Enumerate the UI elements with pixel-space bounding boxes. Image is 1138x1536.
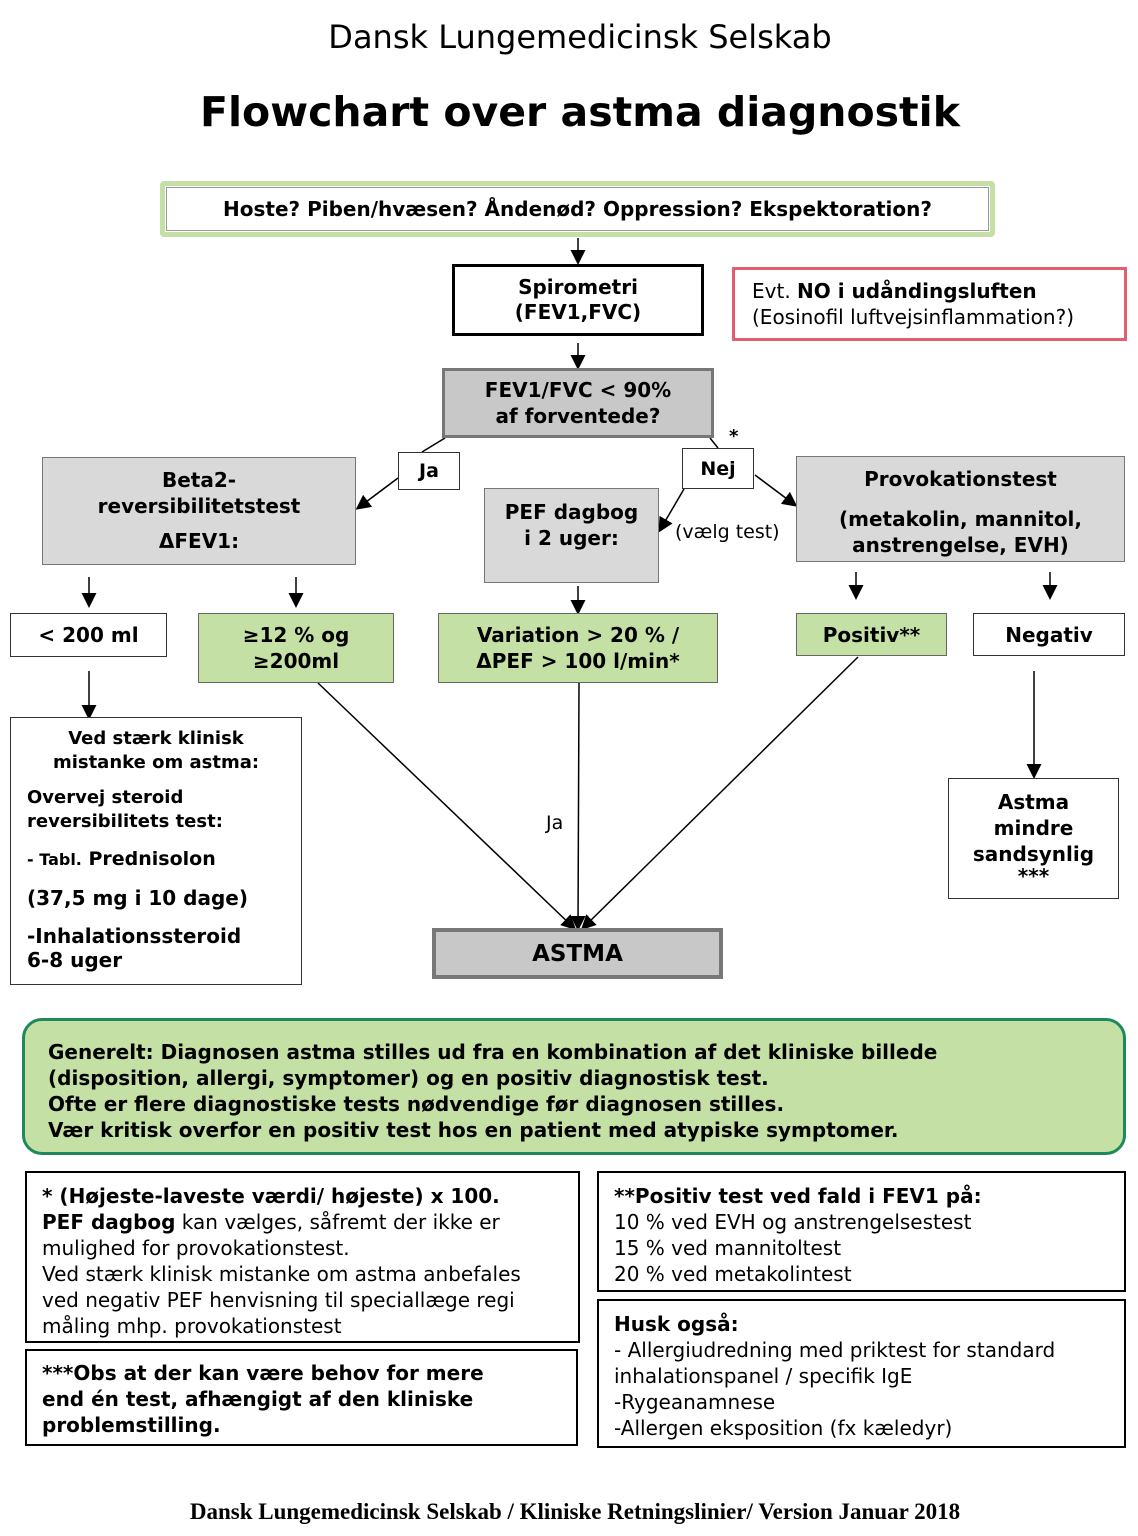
arrow-ja-to-beta2	[355, 477, 399, 510]
asterisk-mark: *	[729, 426, 739, 447]
ja-decision-label: Ja	[398, 452, 460, 490]
nej-decision-label: Nej	[682, 448, 754, 489]
less-than-200ml-box: < 200 ml	[10, 613, 167, 657]
line-ratio-to-ja	[421, 437, 446, 453]
fev1-fvc-ratio-box: FEV1/FVC < 90% af forventede?	[442, 368, 714, 438]
ge-12-percent-box: ≥12 % og ≥200ml	[198, 613, 394, 683]
pef-footnote-box: * (Højeste-laveste værdi/ højeste) x 100…	[25, 1171, 580, 1343]
page-title: Flowchart over astma diagnostik	[200, 88, 960, 136]
arrow-variation-to-astma	[570, 682, 586, 931]
arrow-nej-to-provokation	[754, 474, 798, 507]
arrow-nej-to-pef	[658, 488, 685, 533]
footer-text: Dansk Lungemedicinsk Selskab / Kliniske …	[189, 1499, 961, 1524]
no-measurement-box: Evt. NO i udåndingsluften (Eosinofil luf…	[732, 267, 1127, 341]
symptoms-text: Hoste? Piben/hvæsen? Åndenød? Oppression…	[223, 197, 932, 221]
arrow-positiv-to-astma	[580, 656, 859, 931]
positive-test-criteria-box: **Positiv test ved fald i FEV1 på: 10 % …	[597, 1171, 1126, 1292]
steroid-reversibility-box: Ved stærk klinisk mistanke om astma: Ove…	[10, 717, 302, 985]
positive-result-box: Positiv**	[796, 613, 947, 656]
pef-diary-box: PEF dagbog i 2 uger:	[484, 488, 659, 583]
multiple-tests-note-box: ***Obs at der kan være behov for mere en…	[25, 1349, 578, 1446]
ja-arrow-label: Ja	[546, 812, 564, 834]
line-ratio-to-nej	[709, 437, 719, 449]
negative-result-box: Negativ	[973, 613, 1125, 656]
arrow-ge12-to-astma	[317, 682, 577, 931]
symptoms-box: Hoste? Piben/hvæsen? Åndenød? Oppression…	[166, 187, 989, 231]
symptoms-box-outer: Hoste? Piben/hvæsen? Åndenød? Oppression…	[160, 181, 995, 237]
society-name: Dansk Lungemedicinsk Selskab	[328, 18, 832, 56]
pef-variation-box: Variation > 20 % / ΔPEF > 100 l/min*	[438, 613, 718, 683]
asthma-less-likely-box: Astma mindre sandsynlig ***	[948, 778, 1119, 899]
beta2-reversibility-box: Beta2- reversibilitetstest ΔFEV1:	[42, 457, 356, 565]
spirometry-box: Spirometri (FEV1,FVC)	[452, 264, 704, 336]
general-info-box: Generelt: Diagnosen astma stilles ud fra…	[22, 1018, 1126, 1155]
choose-test-label: (vælg test)	[675, 521, 780, 543]
remember-also-box: Husk også: - Allergiudredning med prikte…	[597, 1299, 1126, 1448]
astma-diagnosis-box: ASTMA	[432, 928, 723, 979]
provocation-test-box: Provokationstest (metakolin, mannitol, a…	[796, 456, 1125, 562]
